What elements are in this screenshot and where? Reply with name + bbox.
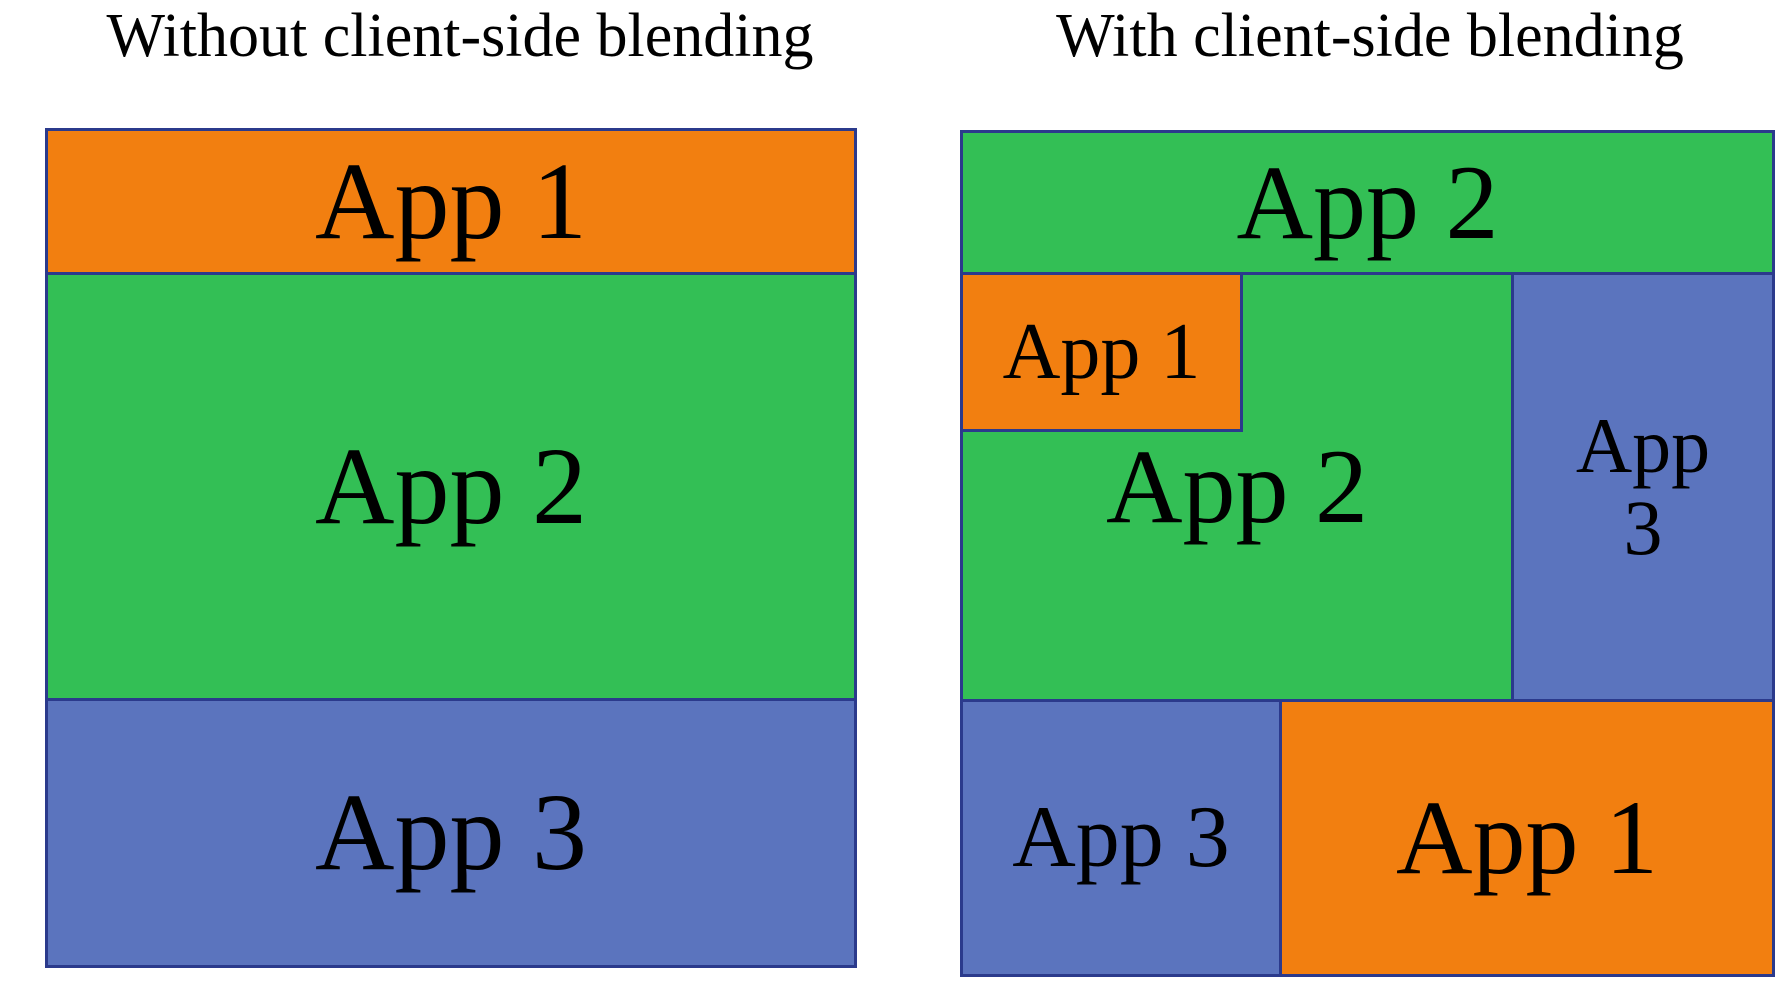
right-region-app2-top-label: App 2	[1236, 143, 1499, 261]
left-region-app2: App 2	[45, 272, 857, 701]
right-panel-title: With client-side blending	[1056, 2, 1684, 70]
right-region-app2-center-label: App 2	[1105, 428, 1369, 546]
right-region-app2-top: App 2	[960, 130, 1775, 275]
left-region-app2-label: App 2	[315, 424, 587, 547]
left-region-app3: App 3	[45, 698, 857, 968]
right-region-app3-bottom-label: App 3	[1012, 788, 1230, 886]
left-panel-title: Without client-side blending	[106, 2, 814, 70]
left-region-app3-label: App 3	[315, 771, 587, 894]
left-region-app1-label: App 1	[315, 139, 587, 262]
left-region-app1: App 1	[45, 128, 857, 275]
right-region-app1-small: App 1	[960, 272, 1243, 432]
right-region-app1-bottom-label: App 1	[1395, 779, 1659, 897]
right-region-app3-bottom: App 3	[960, 699, 1282, 977]
right-region-app3-tall-label: App 3	[1575, 402, 1711, 571]
right-region-app1-bottom: App 1	[1279, 699, 1775, 977]
right-region-app1-small-label: App 1	[1002, 308, 1201, 396]
right-region-app3-tall: App 3	[1511, 272, 1775, 702]
